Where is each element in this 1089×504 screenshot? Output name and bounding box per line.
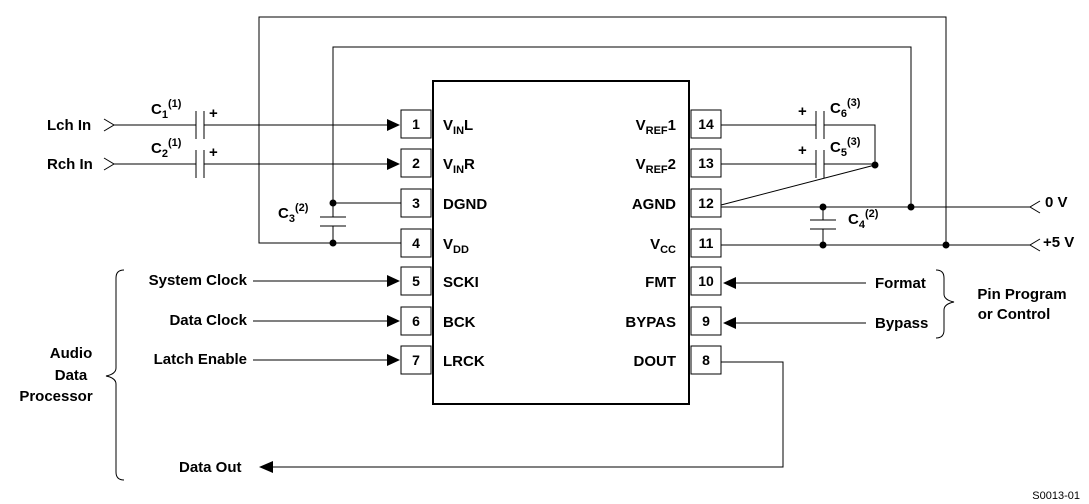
- pin-program-label-line2: or Control: [978, 306, 1051, 323]
- pin-box-2: [400, 148, 432, 178]
- junction-dgnd: [329, 199, 337, 207]
- arrow-pin-2: [387, 158, 400, 170]
- arrow-pin-1: [387, 119, 400, 131]
- junction-c4-top: [819, 203, 827, 211]
- pin-num-2: 2: [412, 155, 420, 171]
- processor-label-line2: Data: [55, 367, 88, 384]
- junction-vdd: [329, 239, 337, 247]
- pin-num-8: 8: [702, 352, 710, 368]
- pin-box-7: [400, 345, 432, 375]
- data-out-label: Data Out: [179, 459, 242, 476]
- dout-wire: [272, 361, 784, 468]
- pin-name-agnd: AGND: [632, 196, 676, 213]
- c5-label: C5(3): [830, 136, 861, 159]
- arrow-pin-10: [723, 277, 736, 289]
- pin-num-10: 10: [698, 273, 714, 289]
- junction-zero-volt: [907, 203, 915, 211]
- pin-program-label-line1: Pin Program: [977, 286, 1066, 303]
- pin-box-12: [690, 188, 722, 218]
- c1-plus: +: [209, 105, 218, 122]
- pin-name-vcc: VCC: [650, 236, 676, 256]
- arrow-pin-7: [387, 354, 400, 366]
- pin-box-9: [690, 306, 722, 336]
- pin-num-4: 4: [412, 235, 420, 251]
- pin-box-6: [400, 306, 432, 336]
- pin-num-9: 9: [702, 313, 710, 329]
- pin-name-vinr: VINR: [443, 156, 475, 176]
- pin-num-7: 7: [412, 352, 420, 368]
- c3-label: C3(2): [278, 202, 309, 225]
- pin-name-vref1: VREF1: [636, 117, 676, 137]
- c6-label: C6(3): [830, 97, 861, 120]
- c2-label: C2(1): [151, 137, 182, 160]
- figure-reference: S0013-01: [1032, 490, 1080, 502]
- junction-vref: [871, 161, 879, 169]
- pin-name-dout: DOUT: [634, 353, 677, 370]
- pin-name-bypas: BYPAS: [625, 314, 676, 331]
- c1-label: C1(1): [151, 98, 182, 121]
- zero-volt-chevron: [1029, 200, 1041, 214]
- arrow-pin-5: [387, 275, 400, 287]
- vref1-wire-b: [824, 124, 876, 165]
- processor-label-line3: Processor: [19, 388, 93, 405]
- plus5-label: +5 V: [1043, 234, 1074, 251]
- pin-num-14: 14: [698, 116, 714, 132]
- processor-label-line1: Audio: [50, 345, 93, 362]
- pin-box-11: [690, 228, 722, 258]
- data-clock-label: Data Clock: [169, 312, 247, 329]
- pin-num-3: 3: [412, 195, 420, 211]
- c4-label: C4(2): [848, 208, 879, 231]
- pin-box-10: [690, 266, 722, 296]
- dgnd-wire: [332, 46, 912, 207]
- zero-volt-label: 0 V: [1045, 194, 1068, 211]
- pin-num-12: 12: [698, 195, 714, 211]
- arrow-pin-6: [387, 315, 400, 327]
- pin-name-lrck: LRCK: [443, 353, 485, 370]
- lch-input-chevron: [103, 118, 115, 132]
- pin-box-5: [400, 266, 432, 296]
- vdd-wire: [258, 16, 947, 245]
- lch-label: Lch In: [47, 117, 91, 134]
- pin-num-13: 13: [698, 155, 714, 171]
- pin-box-14: [690, 109, 722, 139]
- processor-brace: [105, 269, 125, 481]
- ic-body: [432, 80, 690, 405]
- pin-name-fmt: FMT: [645, 274, 676, 291]
- bypass-label: Bypass: [875, 315, 928, 332]
- c5-plus: +: [798, 142, 807, 159]
- pin-name-vdd: VDD: [443, 236, 469, 256]
- pin-box-13: [690, 148, 722, 178]
- pin-num-11: 11: [699, 235, 714, 251]
- pin-box-8: [690, 345, 722, 375]
- pin-name-scki: SCKI: [443, 274, 479, 291]
- pin-box-1: [400, 109, 432, 139]
- c2-plus: +: [209, 144, 218, 161]
- pin-name-dgnd: DGND: [443, 196, 487, 213]
- rch-label: Rch In: [47, 156, 93, 173]
- format-label: Format: [875, 275, 926, 292]
- c6-plus: +: [798, 103, 807, 120]
- system-clock-label: System Clock: [149, 272, 248, 289]
- pin-name-vref2: VREF2: [636, 156, 676, 176]
- agnd-diagonal: [720, 164, 876, 206]
- junction-plus5: [942, 241, 950, 249]
- latch-enable-label: Latch Enable: [154, 351, 247, 368]
- pin-num-1: 1: [412, 116, 420, 132]
- pin-num-6: 6: [412, 313, 420, 329]
- plus5-chevron: [1029, 238, 1041, 252]
- pin-num-5: 5: [412, 273, 420, 289]
- arrow-pin-9: [723, 317, 736, 329]
- pin-name-vinl: VINL: [443, 117, 473, 137]
- arrow-data-out: [259, 461, 273, 473]
- pin-program-brace: [935, 269, 955, 339]
- pin-name-bck: BCK: [443, 314, 476, 331]
- rch-input-chevron: [103, 157, 115, 171]
- junction-c4-bottom: [819, 241, 827, 249]
